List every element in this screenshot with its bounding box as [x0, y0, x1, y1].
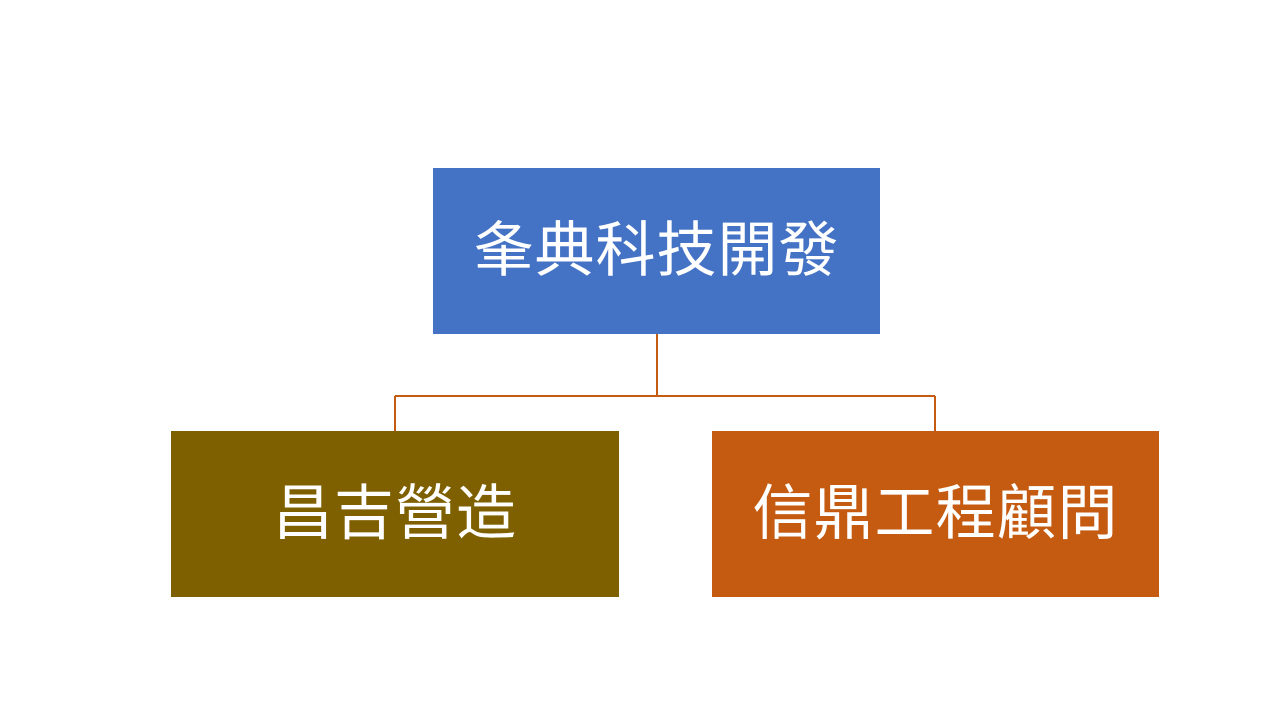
node-root-label: 夆典科技開發: [473, 216, 840, 286]
node-right-label: 信鼎工程顧問: [752, 479, 1119, 549]
node-left-label: 昌吉營造: [273, 479, 517, 549]
node-left: 昌吉營造: [171, 431, 619, 597]
node-root: 夆典科技開發: [433, 168, 880, 334]
node-right: 信鼎工程顧問: [712, 431, 1159, 597]
